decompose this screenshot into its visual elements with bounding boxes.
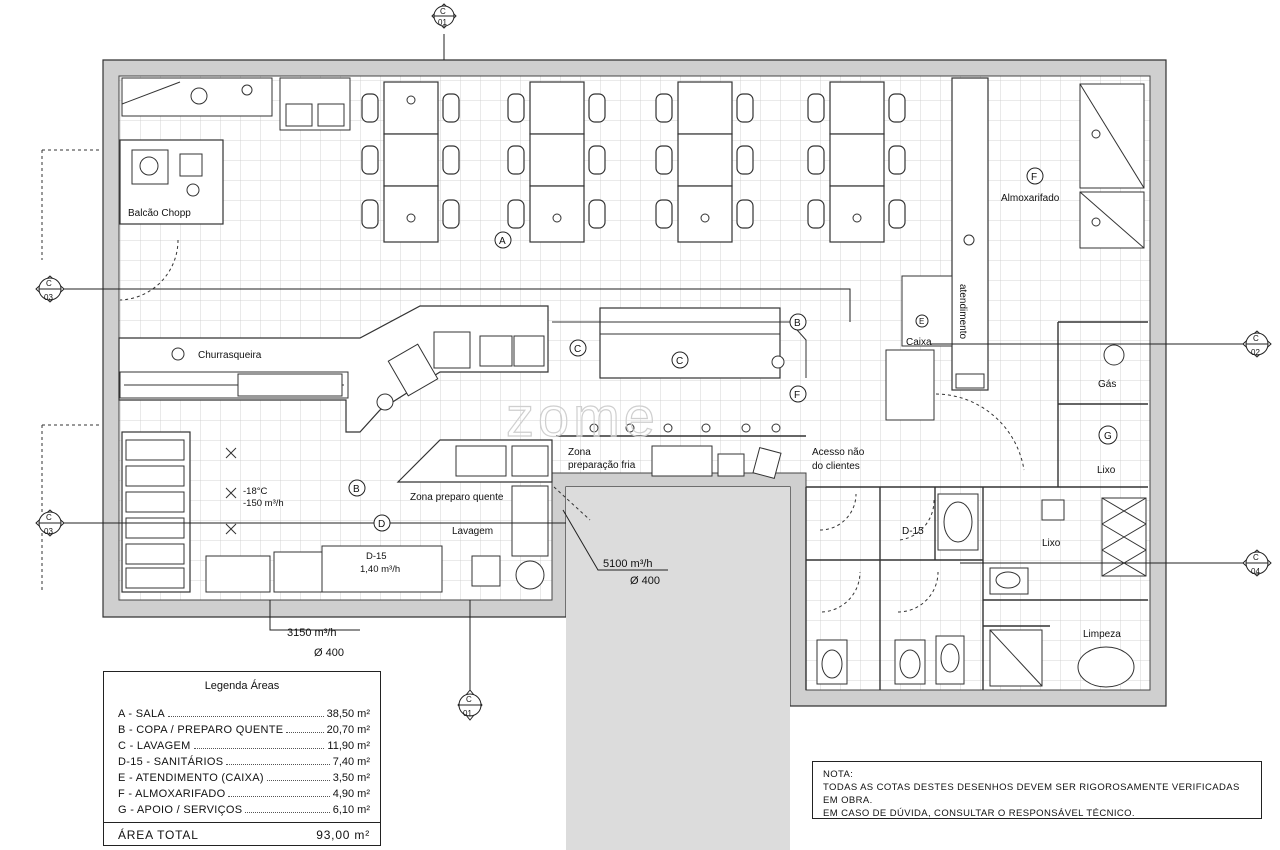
room-label-g: G	[1098, 425, 1118, 445]
legend-title: Legenda Áreas	[204, 680, 280, 692]
section-lines	[60, 34, 1250, 690]
door-swings	[41, 149, 1025, 613]
svg-text:04: 04	[1251, 567, 1260, 576]
room-label-c-1: C	[569, 339, 587, 357]
svg-text:E: E	[919, 317, 924, 326]
note-box: NOTA: TODAS AS COTAS DESTES DESENHOS DEV…	[812, 761, 1262, 819]
legend-total: ÁREA TOTAL 93,00 m²	[118, 828, 370, 842]
watermark: zome	[506, 385, 659, 448]
zona-fria-label-2: preparação fria	[568, 460, 636, 471]
almoxarifado-label: Almoxarifado	[1001, 193, 1060, 204]
svg-text:C: C	[1253, 553, 1259, 562]
lixo-label-1: Lixo	[1097, 465, 1116, 476]
legend-total-value: 93,00 m²	[316, 828, 370, 842]
svg-text:A: A	[499, 236, 506, 247]
floor-tiles	[118, 75, 1151, 691]
lixo-label-2: Lixo	[1042, 538, 1061, 549]
caixa-label: Caixa	[906, 337, 932, 348]
acesso-label-1: Acesso não	[812, 447, 865, 458]
vent-diameter-2: Ø 400	[314, 647, 344, 659]
exterior-grey-area	[566, 487, 790, 850]
table-outlet-icons	[406, 95, 862, 223]
volume-label: -150 m³/h	[243, 498, 284, 509]
svg-text:G: G	[1104, 431, 1112, 442]
legend-row: E - ATENDIMENTO (CAIXA)3,50 m²	[118, 772, 370, 784]
ceiling-spots	[589, 423, 781, 433]
svg-text:01: 01	[438, 18, 447, 27]
svg-text:C: C	[440, 7, 446, 16]
room-label-c-2: C	[671, 351, 689, 369]
svg-text:03: 03	[44, 527, 53, 536]
room-label-e: E	[915, 314, 929, 328]
room-label-b-2: B	[789, 313, 807, 331]
vent-flow-2: 3150 m³/h	[287, 627, 337, 639]
section-marker-left-2: C 03	[35, 509, 65, 537]
vent-diameter-1: Ø 400	[630, 575, 660, 587]
room-label-b: B	[348, 479, 366, 497]
churrasqueira-label: Churrasqueira	[198, 350, 262, 361]
room-label-f-2: F	[789, 385, 807, 403]
room-label-f: F	[1026, 167, 1044, 185]
vent-flow-1: 5100 m³/h	[603, 558, 653, 570]
legend-divider	[104, 822, 380, 823]
section-marker-left-1: C 03	[35, 275, 65, 303]
section-marker-bottom: C 01	[457, 689, 483, 721]
atendimento-label: atendimento	[957, 284, 968, 339]
lavagem-label: Lavagem	[452, 526, 493, 537]
section-marker-right-1: C 02	[1242, 330, 1272, 358]
room-label-d: D	[373, 514, 391, 532]
interior-walls	[805, 321, 1148, 690]
note-title: NOTA:	[823, 769, 854, 780]
d15-wc-label: D-15	[902, 526, 924, 537]
svg-text:F: F	[794, 390, 800, 401]
note-line-1: TODAS AS COTAS DESTES DESENHOS DEVEM SER…	[823, 782, 1240, 806]
balcao-chopp-label: Balcão Chopp	[128, 208, 191, 219]
note-line-2: EM CASO DE DÚVIDA, CONSULTAR O RESPONSÁV…	[823, 808, 1135, 819]
d15-kitchen-label: D-15	[366, 551, 387, 562]
svg-text:C: C	[46, 513, 52, 522]
svg-text:C: C	[466, 695, 472, 704]
svg-text:03: 03	[44, 293, 53, 302]
svg-text:C: C	[574, 344, 581, 355]
dining-tables	[383, 81, 885, 243]
svg-text:C: C	[1253, 334, 1259, 343]
gas-label: Gás	[1098, 379, 1116, 390]
svg-text:B: B	[794, 318, 801, 329]
svg-text:02: 02	[1251, 348, 1260, 357]
atendimento-counter	[951, 77, 989, 391]
zona-quente-label: Zona preparo quente	[410, 492, 504, 503]
temp-label: -18°C	[243, 486, 268, 497]
section-marker-top: C 01	[431, 3, 457, 29]
acesso-label-2: do clientes	[812, 461, 860, 472]
d15-kitchen-flow: 1,40 m³/h	[360, 564, 400, 575]
svg-text:C: C	[46, 279, 52, 288]
zona-fria-label-1: Zona	[568, 447, 591, 458]
x-marks	[225, 447, 237, 535]
lavagem-counter	[599, 307, 781, 379]
svg-text:01: 01	[463, 709, 472, 718]
section-marker-right-2: C 04	[1242, 549, 1272, 577]
limpeza-label: Limpeza	[1083, 629, 1121, 640]
svg-text:C: C	[676, 356, 683, 367]
room-label-a: A	[494, 231, 512, 249]
svg-text:B: B	[353, 484, 360, 495]
svg-text:D: D	[378, 519, 385, 530]
legend-total-label: ÁREA TOTAL	[118, 828, 199, 842]
svg-text:F: F	[1031, 172, 1037, 183]
toilets	[816, 493, 979, 685]
dining-chairs	[361, 93, 906, 229]
